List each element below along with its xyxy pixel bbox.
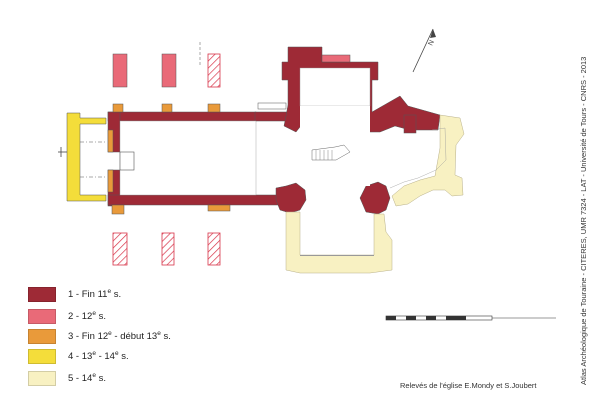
south-chapel-14th xyxy=(285,211,393,274)
legend-label-1: 1 - Fin 11e s. xyxy=(68,287,122,301)
legend-item-4: 4 - 13e - 14e s. xyxy=(28,348,288,364)
legend-swatch-1 xyxy=(28,286,56,302)
survey-credit: Relevés de l'église E.Mondy et S.Joubert xyxy=(400,381,537,390)
legend-item-5: 5 - 14e s. xyxy=(28,370,288,386)
legend-label-3: 3 - Fin 12e - début 13e s. xyxy=(68,329,171,343)
legend-label-5: 5 - 14e s. xyxy=(68,371,106,385)
svg-text:N: N xyxy=(427,39,435,47)
legend-swatch-5 xyxy=(28,370,56,386)
legend-swatch-2 xyxy=(28,308,56,324)
legend-item-1: 1 - Fin 11e s. xyxy=(28,286,288,302)
scale-bar-icon xyxy=(385,315,556,321)
legend-item-2: 2 - 12e s. xyxy=(28,308,288,324)
atlas-credit: Atlas Archéologique de Touraine - CITERE… xyxy=(579,56,588,385)
north-arrow-icon: N xyxy=(412,28,436,73)
legend-item-3: 3 - Fin 12e - début 13e s. xyxy=(28,328,288,344)
nave-walls xyxy=(107,102,294,215)
crossing-and-transept xyxy=(275,46,441,215)
legend-label-2: 2 - 12e s. xyxy=(68,309,106,323)
legend-swatch-3 xyxy=(28,328,56,344)
tower-fragment-12th xyxy=(321,54,351,63)
western-porch xyxy=(58,112,107,202)
legend-swatch-4 xyxy=(28,348,56,364)
south-piers-hatched xyxy=(112,232,221,266)
legend-label-4: 4 - 13e - 14e s. xyxy=(68,349,129,363)
east-chevet-14th xyxy=(389,114,465,207)
north-piers-12th-century xyxy=(112,42,221,88)
